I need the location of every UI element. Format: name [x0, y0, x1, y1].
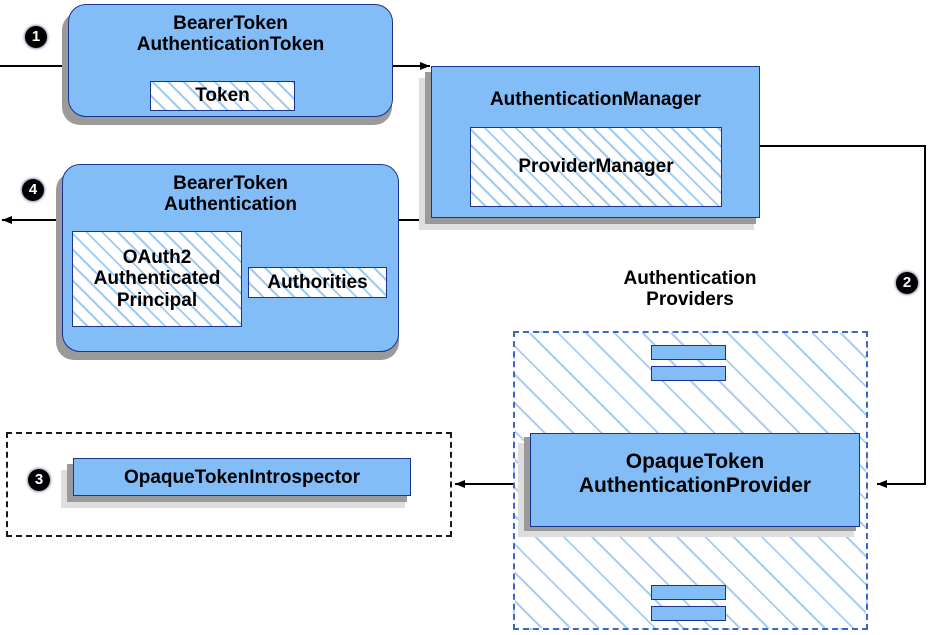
provider-stack-top-bar-2	[651, 366, 726, 381]
authentication-manager-inner-provider-manager: ProviderManager	[470, 127, 722, 207]
opaque-token-authentication-provider-box[interactable]: OpaqueToken AuthenticationProvider	[530, 433, 860, 527]
step-badge-2: 2	[896, 272, 918, 294]
bearer-token-authentication-title: BearerToken Authentication	[164, 173, 297, 216]
bearer-token-authentication-token-box[interactable]: BearerToken AuthenticationToken Token	[68, 4, 393, 117]
step-badge-1: 1	[25, 26, 47, 48]
step-badge-4: 4	[22, 179, 44, 201]
provider-stack-bottom-bar-1	[651, 585, 726, 600]
provider-stack-bottom-bar-2	[651, 606, 726, 621]
provider-stack-top-bar-1	[651, 345, 726, 360]
bearer-token-authentication-inner-principal: OAuth2 Authenticated Principal	[72, 231, 242, 327]
step-badge-3: 3	[28, 469, 50, 491]
authentication-manager-title: AuthenticationManager	[489, 89, 702, 110]
bearer-token-authentication-box[interactable]: BearerToken Authentication OAuth2 Authen…	[62, 164, 399, 352]
authentication-manager-box[interactable]: AuthenticationManager ProviderManager	[431, 66, 760, 218]
opaque-token-introspector-box[interactable]: OpaqueTokenIntrospector	[73, 458, 411, 496]
bearer-token-authentication-inner-authorities: Authorities	[248, 267, 387, 298]
bearer-token-authentication-token-inner-token: Token	[150, 81, 295, 111]
opaque-token-authentication-provider-title: OpaqueToken AuthenticationProvider	[578, 450, 812, 497]
bearer-token-authentication-token-title: BearerToken AuthenticationToken	[136, 13, 325, 56]
opaque-token-introspector-title: OpaqueTokenIntrospector	[123, 467, 361, 488]
authentication-providers-label: Authentication Providers	[623, 268, 757, 311]
